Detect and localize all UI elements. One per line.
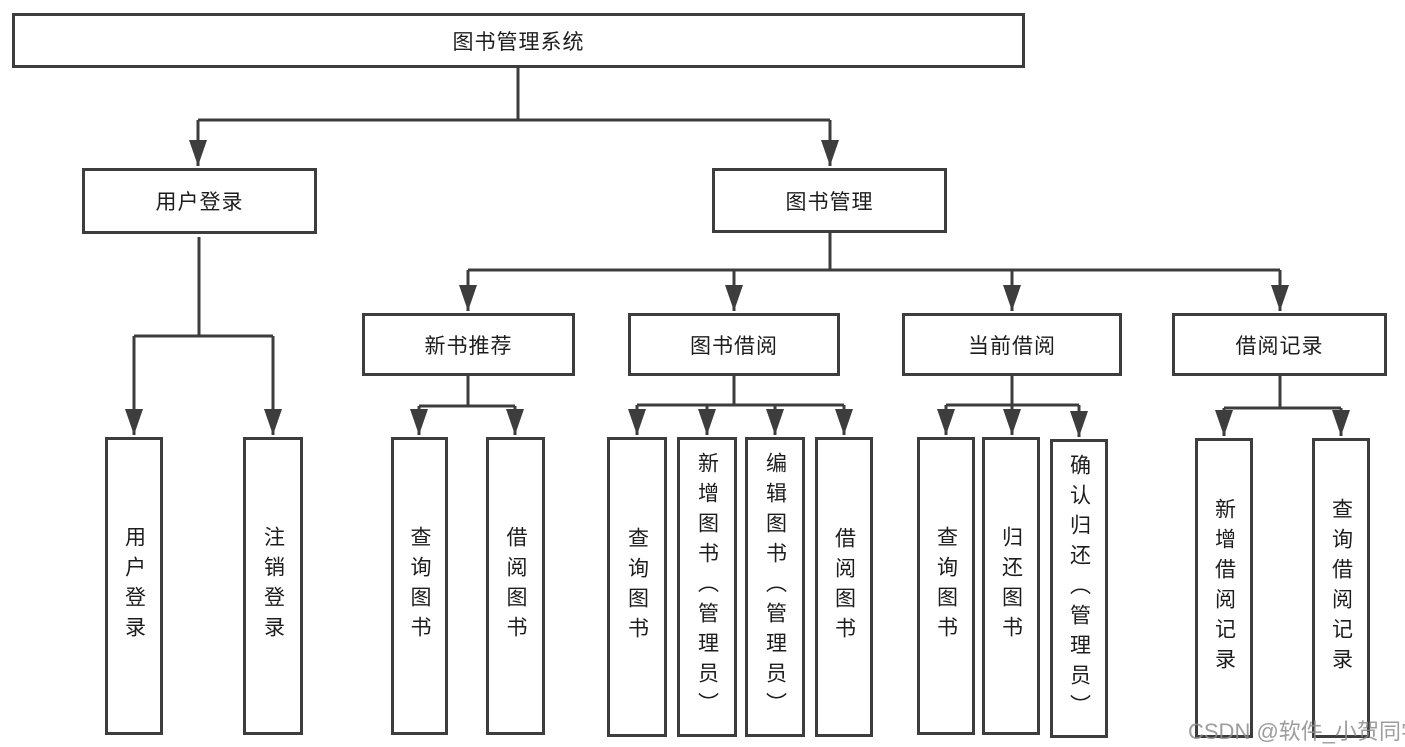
node-book-management-label: 图书管理	[785, 190, 874, 214]
leaf-add-book-admin: 新增图书（管理员）	[677, 437, 737, 737]
leaf-query-books-current-label: 查询图书	[934, 526, 958, 646]
leaf-query-books-borrowing-label: 查询图书	[625, 527, 649, 647]
leaf-add-book-admin-label: 新增图书（管理员）	[695, 452, 719, 722]
node-library-system: 图书管理系统	[12, 13, 1025, 68]
leaf-query-books-recommend-label: 查询图书	[408, 526, 431, 646]
leaf-borrow-books-borrowing: 借阅图书	[815, 437, 873, 737]
leaf-edit-book-admin: 编辑图书（管理员）	[745, 437, 805, 737]
node-current-borrowing: 当前借阅	[902, 313, 1122, 376]
leaf-return-book: 归还图书	[982, 437, 1040, 735]
node-new-book-recommendation-label: 新书推荐	[424, 334, 513, 358]
leaf-add-borrow-record: 新增借阅记录	[1195, 438, 1253, 738]
leaf-query-borrow-record: 查询借阅记录	[1312, 438, 1370, 738]
leaf-confirm-return-admin-label: 确认归还（管理员）	[1067, 453, 1091, 724]
leaf-logout-label: 注销登录	[261, 526, 285, 646]
leaf-return-book-label: 归还图书	[999, 526, 1023, 646]
leaf-query-books-recommend: 查询图书	[391, 437, 448, 735]
leaf-confirm-return-admin: 确认归还（管理员）	[1050, 439, 1108, 738]
node-new-book-recommendation: 新书推荐	[362, 313, 575, 376]
leaf-query-books-current: 查询图书	[917, 437, 975, 735]
node-user-login: 用户登录	[82, 168, 317, 234]
leaf-borrow-books-recommend-label: 借阅图书	[504, 526, 527, 646]
node-book-borrowing: 图书借阅	[628, 313, 840, 376]
node-user-login-label: 用户登录	[155, 191, 244, 214]
leaf-user-login: 用户登录	[105, 437, 163, 735]
leaf-query-borrow-record-label: 查询借阅记录	[1329, 498, 1353, 678]
node-borrowing-records: 借阅记录	[1172, 313, 1387, 376]
csdn-watermark: CSDN @软件_小贺同学	[1188, 719, 1405, 744]
leaf-add-borrow-record-label: 新增借阅记录	[1212, 498, 1236, 678]
leaf-borrow-books-recommend: 借阅图书	[486, 437, 545, 735]
leaf-borrow-books-borrowing-label: 借阅图书	[832, 527, 856, 647]
leaf-query-books-borrowing: 查询图书	[607, 437, 667, 737]
node-book-borrowing-label: 图书借阅	[690, 334, 778, 358]
node-borrowing-records-label: 借阅记录	[1235, 334, 1324, 358]
leaf-edit-book-admin-label: 编辑图书（管理员）	[763, 452, 787, 722]
node-library-system-label: 图书管理系统	[452, 30, 585, 54]
leaf-logout: 注销登录	[243, 437, 303, 735]
node-book-management: 图书管理	[712, 168, 947, 233]
leaf-user-login-label: 用户登录	[122, 526, 146, 646]
node-current-borrowing-label: 当前借阅	[968, 334, 1056, 358]
